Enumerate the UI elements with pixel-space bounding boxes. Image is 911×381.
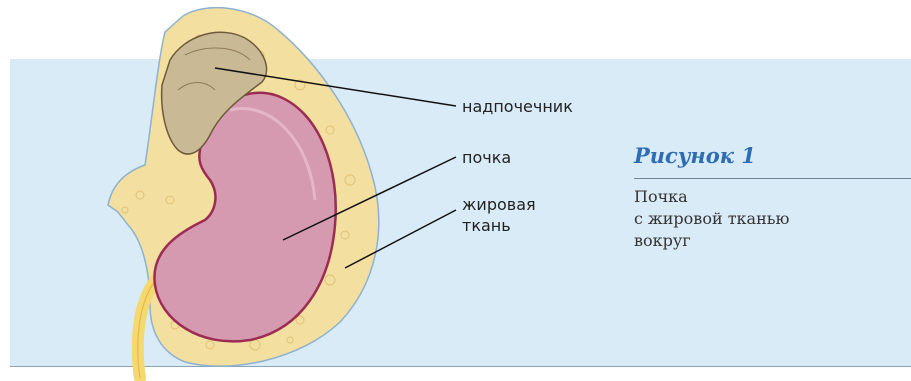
caption-line: с жировой тканью (634, 208, 904, 230)
caption-rule (634, 178, 911, 179)
figure-title: Рисунок 1 (634, 143, 756, 168)
label-fat-line1: жировая (462, 194, 536, 215)
caption-line: Почка (634, 186, 904, 208)
label-adrenal: надпочечник (462, 96, 573, 117)
label-kidney: почка (462, 147, 511, 168)
label-fat-line2: ткань (462, 215, 511, 236)
figure-caption: Почка с жировой тканью вокруг (634, 186, 904, 252)
caption-line: вокруг (634, 230, 904, 252)
